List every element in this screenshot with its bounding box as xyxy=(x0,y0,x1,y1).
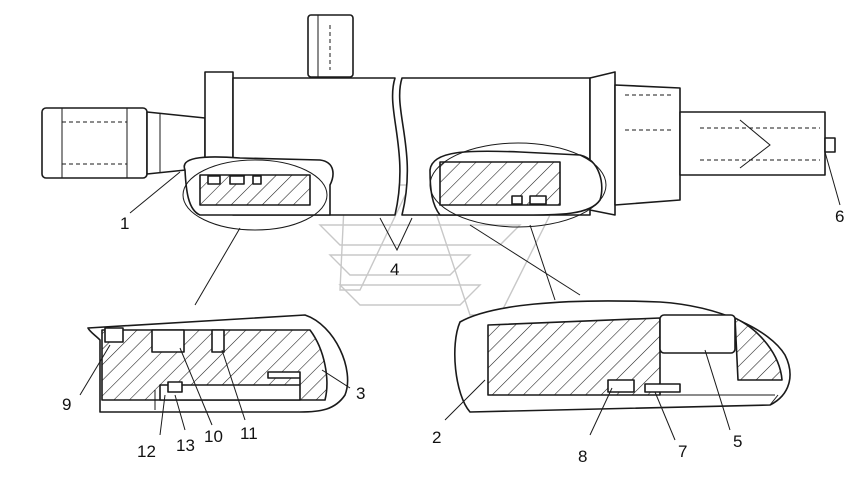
gland-nut xyxy=(614,84,681,206)
label-9: 9 xyxy=(62,395,71,414)
label-6: 6 xyxy=(835,207,844,226)
detail-left xyxy=(87,314,349,413)
seal-10 xyxy=(151,329,185,353)
label-8: 8 xyxy=(578,447,587,466)
seal-8 xyxy=(607,379,635,393)
seal-7 xyxy=(644,383,681,393)
rear-seal-hatch xyxy=(199,174,311,206)
label-4: 4 xyxy=(390,260,399,279)
seal-11 xyxy=(211,329,225,353)
piston-hatch xyxy=(439,161,561,206)
rod-groove xyxy=(159,371,301,401)
rod-thread xyxy=(659,314,736,354)
label-13: 13 xyxy=(176,436,195,455)
rod-end-nipple xyxy=(824,137,836,153)
seal-13 xyxy=(167,381,183,393)
label-12: 12 xyxy=(137,442,156,461)
label-2: 2 xyxy=(432,428,441,447)
piston-rod xyxy=(679,111,826,176)
label-11: 11 xyxy=(240,424,258,443)
label-7: 7 xyxy=(678,442,687,461)
label-10: 10 xyxy=(204,427,223,446)
rear-hex-end xyxy=(41,107,148,179)
label-5: 5 xyxy=(733,432,742,451)
detail-right xyxy=(454,300,791,413)
detail-right-nut-hatch xyxy=(734,317,783,381)
detail-connectors xyxy=(182,142,607,306)
label-3: 3 xyxy=(356,384,365,403)
label-1: 1 xyxy=(120,214,129,233)
cylinder-assembly xyxy=(41,14,841,252)
part-labels: 1 2 3 4 5 6 7 8 9 10 11 12 13 xyxy=(62,207,844,466)
label-leaders xyxy=(79,344,731,441)
seal-9 xyxy=(104,327,124,343)
